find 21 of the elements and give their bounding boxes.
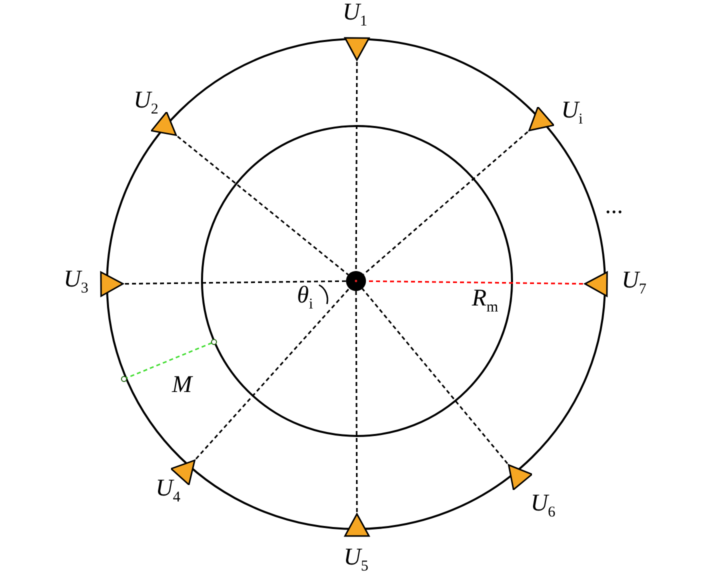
ellipsis-text: ...: [605, 193, 623, 219]
sensor-label: U$_{5}$: [344, 544, 368, 576]
dashed-line: [125, 280, 346, 285]
dashed-line: [362, 288, 508, 464]
dashed-line: [366, 280, 584, 285]
sensor-label: U$_{2}$: [134, 88, 158, 120]
center-dot: [344, 269, 368, 293]
dashed-line: [177, 136, 349, 276]
sensor-label: U$_{7}$: [622, 268, 646, 300]
symbol-label: θ$_{i}$: [297, 282, 313, 314]
dashed-line: [355, 62, 358, 271]
dashed-line: [363, 131, 528, 276]
dashed-line: [195, 288, 350, 460]
sensor-label: U$_{4}$: [156, 476, 180, 508]
sensor-label: U$_{1}$: [342, 0, 368, 32]
sensor-label: U$_{3}$: [64, 266, 88, 298]
symbol-label: M: [172, 372, 192, 398]
sensor-label: U$_{i}$: [561, 98, 583, 130]
dashed-line: [355, 291, 358, 512]
sensor-label: U$_{6}$: [530, 490, 556, 522]
symbol-label: R$_{m}$: [472, 286, 498, 318]
